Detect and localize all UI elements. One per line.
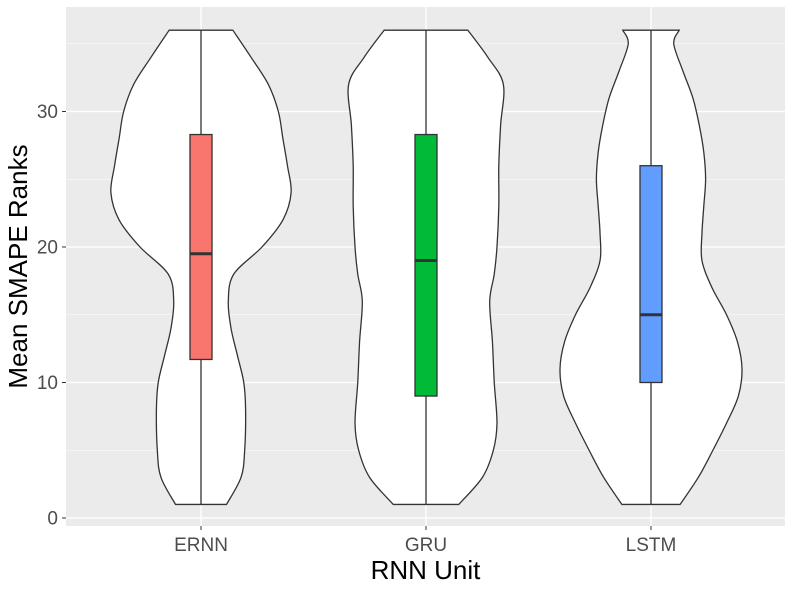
x-tick-label: ERNN [174, 535, 228, 556]
y-tick-label: 20 [37, 238, 58, 259]
x-axis: ERNN GRU LSTM [174, 526, 676, 556]
y-tick-label: 30 [37, 102, 58, 123]
y-tick-label: 0 [47, 509, 58, 530]
box-ernn [189, 133, 213, 361]
box-lstm [639, 165, 663, 384]
y-tick-label: 10 [37, 373, 58, 394]
box-gru [414, 133, 438, 397]
box-group [189, 30, 663, 505]
x-tick-label: LSTM [626, 535, 677, 556]
y-axis-title: Mean SMAPE Ranks [3, 144, 33, 388]
x-axis-title: RNN Unit [371, 555, 482, 585]
x-tick-label: GRU [405, 535, 447, 556]
y-axis: 0 10 20 30 [37, 102, 66, 530]
